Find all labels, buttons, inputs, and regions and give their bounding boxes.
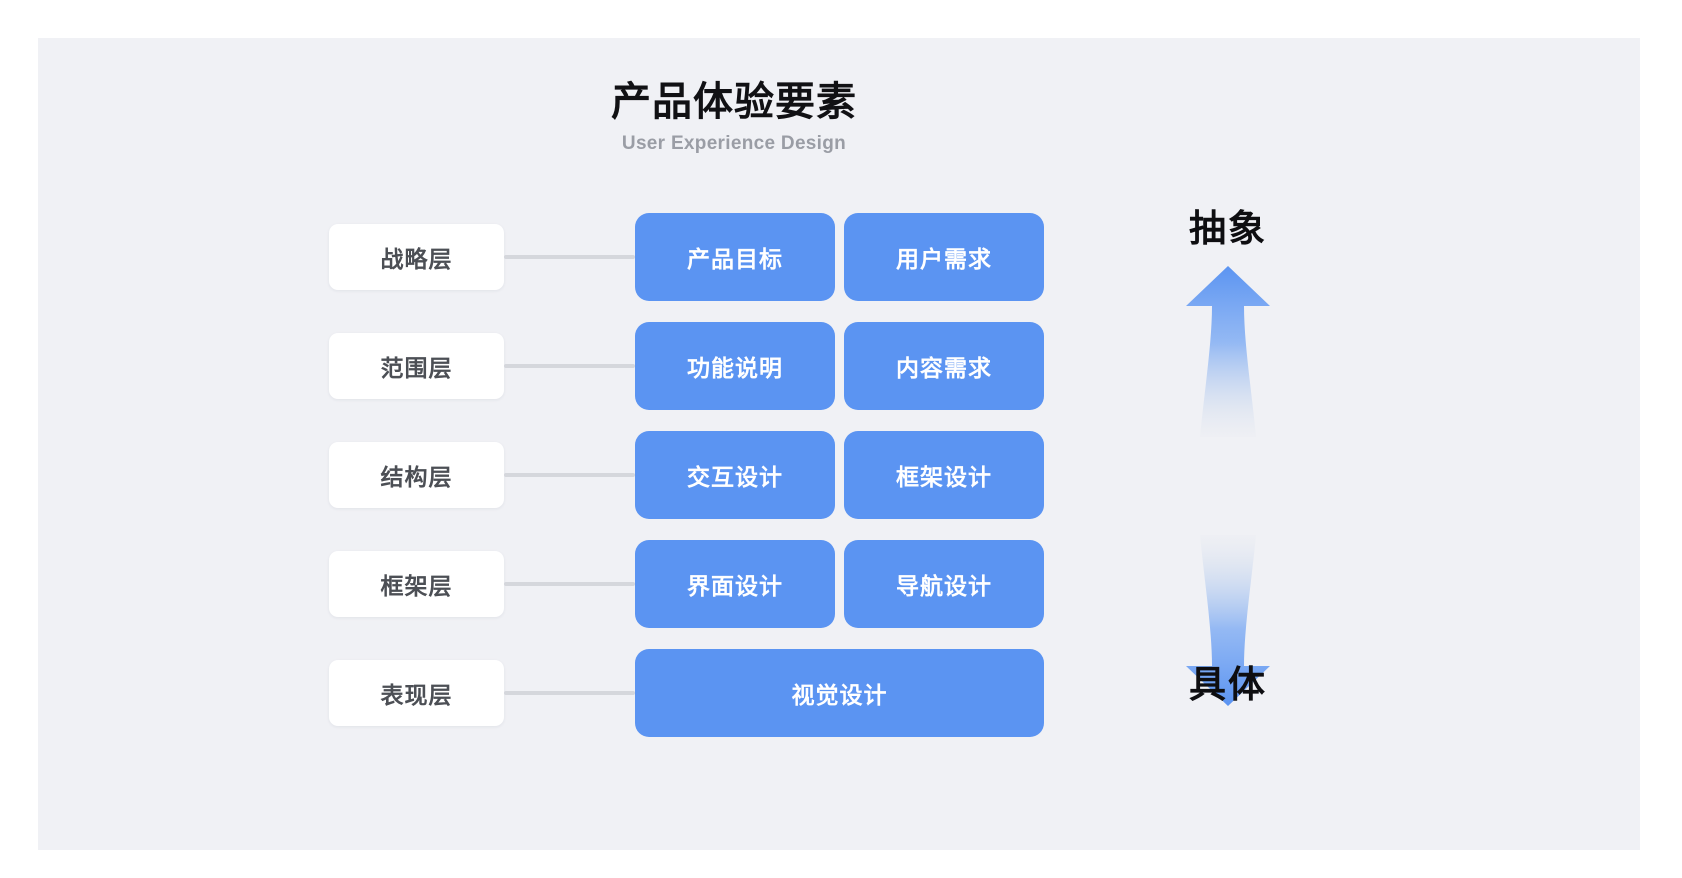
layer-cards: 产品目标 用户需求	[635, 213, 1044, 301]
connector-line	[504, 255, 635, 259]
arrow-up-gradient-icon	[1186, 266, 1270, 437]
layer-row: 框架层 界面设计 导航设计	[38, 540, 1640, 649]
element-card-information-architecture[interactable]: 框架设计	[844, 431, 1044, 519]
layer-label-skeleton[interactable]: 框架层	[329, 551, 504, 617]
element-card-user-needs[interactable]: 用户需求	[844, 213, 1044, 301]
arrow-down-gradient-icon	[1186, 535, 1270, 706]
connector-line	[504, 691, 635, 695]
layer-cards: 视觉设计	[635, 649, 1044, 737]
layer-rows: 战略层 产品目标 用户需求 范围层 功能说明 内容需求 结构层 交互设计 框架设…	[38, 213, 1640, 758]
abstraction-axis: 抽象 具体	[1098, 38, 1358, 850]
element-card-navigation-design[interactable]: 导航设计	[844, 540, 1044, 628]
diagram-header: 产品体验要素 User Experience Design	[38, 78, 1640, 155]
axis-label-abstract: 抽象	[1189, 208, 1267, 249]
layer-cards: 功能说明 内容需求	[635, 322, 1044, 410]
element-card-product-goal[interactable]: 产品目标	[635, 213, 835, 301]
layer-label-strategy[interactable]: 战略层	[329, 224, 504, 290]
connector-line	[504, 582, 635, 586]
layer-row: 结构层 交互设计 框架设计	[38, 431, 1640, 540]
page-subtitle: User Experience Design	[621, 133, 847, 154]
element-card-interface-design[interactable]: 界面设计	[635, 540, 835, 628]
connector-line	[504, 473, 635, 477]
layer-cards: 界面设计 导航设计	[635, 540, 1044, 628]
element-card-visual-design[interactable]: 视觉设计	[635, 649, 1044, 737]
layer-row: 范围层 功能说明 内容需求	[38, 322, 1640, 431]
element-card-content-requirements[interactable]: 内容需求	[844, 322, 1044, 410]
diagram-panel: 产品体验要素 User Experience Design 战略层 产品目标 用…	[38, 38, 1640, 850]
layer-row: 战略层 产品目标 用户需求	[38, 213, 1640, 322]
element-card-functional-spec[interactable]: 功能说明	[635, 322, 835, 410]
layer-row: 表现层 视觉设计	[38, 649, 1640, 758]
connector-line	[504, 364, 635, 368]
layer-label-scope[interactable]: 范围层	[329, 333, 504, 399]
layer-label-surface[interactable]: 表现层	[329, 660, 504, 726]
layer-label-structure[interactable]: 结构层	[329, 442, 504, 508]
axis-label-concrete: 具体	[1189, 664, 1267, 705]
layer-cards: 交互设计 框架设计	[635, 431, 1044, 519]
element-card-interaction-design[interactable]: 交互设计	[635, 431, 835, 519]
page-title: 产品体验要素	[611, 80, 857, 124]
